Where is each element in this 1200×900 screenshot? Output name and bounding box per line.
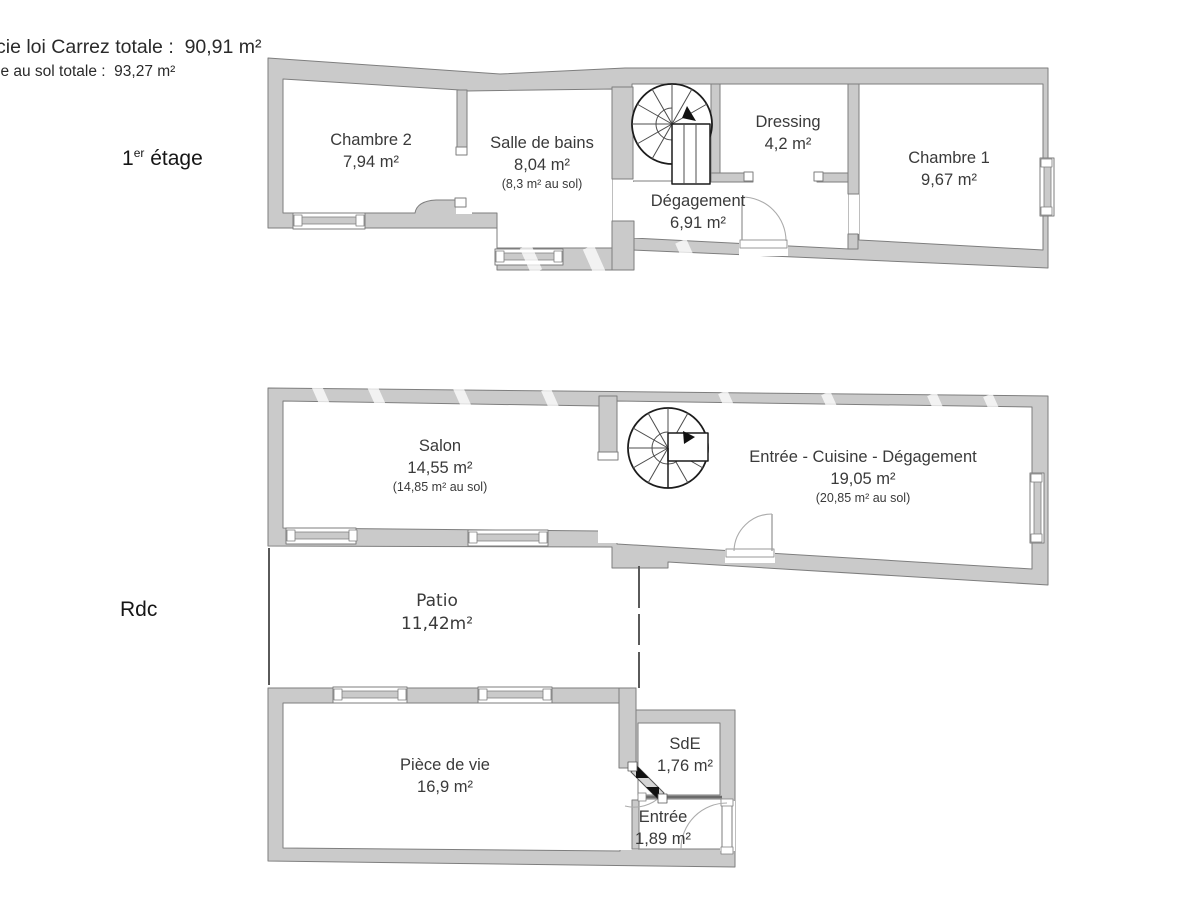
room-area: 11,42m² bbox=[400, 613, 474, 634]
room-area: 1,76 m² bbox=[657, 757, 713, 776]
spiral-staircase-icon bbox=[631, 83, 713, 185]
room-label-entree-cuisine-degagement: Entrée - Cuisine - Dégagement 19,05 m² (… bbox=[749, 446, 976, 507]
room-chambre2-floor bbox=[282, 78, 461, 214]
room-floor-area: (20,85 m² au sol) bbox=[815, 491, 911, 506]
salon-opening-gap bbox=[598, 459, 619, 543]
window-icon bbox=[1029, 472, 1045, 544]
window-icon bbox=[477, 686, 553, 704]
first-floor-partitions bbox=[456, 83, 860, 271]
room-label-chambre-2: Chambre 2 7,94 m² bbox=[330, 129, 412, 173]
room-area: 19,05 m² bbox=[830, 470, 896, 489]
stair-direction-arrow bbox=[683, 431, 695, 444]
piece-de-vie-right-wall bbox=[618, 687, 637, 769]
carrez-total-text: cie loi Carrez totale : 90,91 m² bbox=[0, 36, 262, 58]
room-area: 7,94 m² bbox=[343, 153, 399, 172]
room-name: Dégagement bbox=[650, 192, 746, 210]
room-dressing-floor bbox=[719, 83, 850, 175]
window-icon bbox=[467, 529, 549, 547]
room-label-piece-de-vie: Pièce de vie 16,9 m² bbox=[400, 754, 490, 798]
room-area: 16,9 m² bbox=[417, 778, 473, 797]
room-label-salle-de-bains: Salle de bains 8,04 m² (8,3 m² au sol) bbox=[490, 132, 594, 193]
room-floor-area: (8,3 m² au sol) bbox=[501, 177, 583, 192]
room-name: Entrée bbox=[638, 808, 688, 826]
stair-direction-arrow bbox=[682, 106, 696, 121]
room-name: SdE bbox=[669, 735, 701, 753]
watermark-streaks bbox=[311, 238, 1003, 421]
room-name: Chambre 1 bbox=[908, 149, 990, 167]
door-icon bbox=[725, 513, 775, 563]
room-label-patio: Patio 11,42m² bbox=[401, 590, 473, 636]
room-name: Dressing bbox=[755, 113, 821, 131]
room-name: Patio bbox=[416, 591, 458, 611]
room-area: 9,67 m² bbox=[921, 171, 977, 190]
window-icon bbox=[1039, 157, 1055, 217]
room-area: 4,2 m² bbox=[764, 135, 812, 154]
ground-floor-label: Rdc bbox=[120, 598, 158, 621]
room-name: Salon bbox=[418, 437, 462, 455]
first-floor-plan bbox=[267, 57, 1055, 271]
room-label-sde: SdE 1,76 m² bbox=[657, 733, 713, 777]
room-area: 14,55 m² bbox=[407, 459, 473, 478]
room-area: 1,89 m² bbox=[635, 830, 691, 849]
room-name: Pièce de vie bbox=[400, 756, 490, 774]
room-name: Chambre 2 bbox=[330, 131, 412, 149]
window-icon bbox=[285, 527, 358, 545]
floor-ordinal-sup: er bbox=[133, 146, 145, 160]
salon-stair-wall bbox=[598, 395, 618, 461]
room-label-salon: Salon 14,55 m² (14,85 m² au sol) bbox=[393, 435, 487, 496]
door-icon bbox=[680, 798, 735, 855]
room-label-chambre-1: Chambre 1 9,67 m² bbox=[908, 147, 990, 191]
room-label-entree: Entrée 1,89 m² bbox=[635, 806, 691, 850]
wall-end-cap bbox=[597, 451, 619, 461]
floor-number: 1 bbox=[122, 147, 134, 170]
door-icon bbox=[624, 761, 668, 808]
room-floor-area: (14,85 m² au sol) bbox=[392, 480, 488, 495]
room-label-dressing: Dressing 4,2 m² bbox=[755, 111, 820, 155]
window-icon bbox=[332, 686, 408, 704]
room-label-degagement: Dégagement 6,91 m² bbox=[651, 190, 745, 234]
floor-word: étage bbox=[144, 147, 203, 170]
window-icon bbox=[292, 212, 366, 230]
patio-boundary-lines bbox=[268, 548, 640, 688]
spiral-staircase-icon bbox=[627, 407, 709, 489]
wall-end-caps bbox=[454, 146, 824, 208]
room-name: Salle de bains bbox=[490, 134, 594, 152]
ground-floor-plan bbox=[267, 387, 1049, 868]
room-area: 8,04 m² bbox=[514, 156, 570, 175]
wall-end-cap bbox=[637, 792, 647, 802]
entree-left-wall bbox=[631, 799, 640, 850]
room-area: 6,91 m² bbox=[670, 214, 726, 233]
door-icon bbox=[739, 196, 788, 256]
room-name: Entrée - Cuisine - Dégagement bbox=[749, 448, 977, 466]
first-floor-label: 1er étage bbox=[122, 146, 203, 171]
floor-area-total-text: ie au sol totale : 93,27 m² bbox=[0, 63, 176, 80]
